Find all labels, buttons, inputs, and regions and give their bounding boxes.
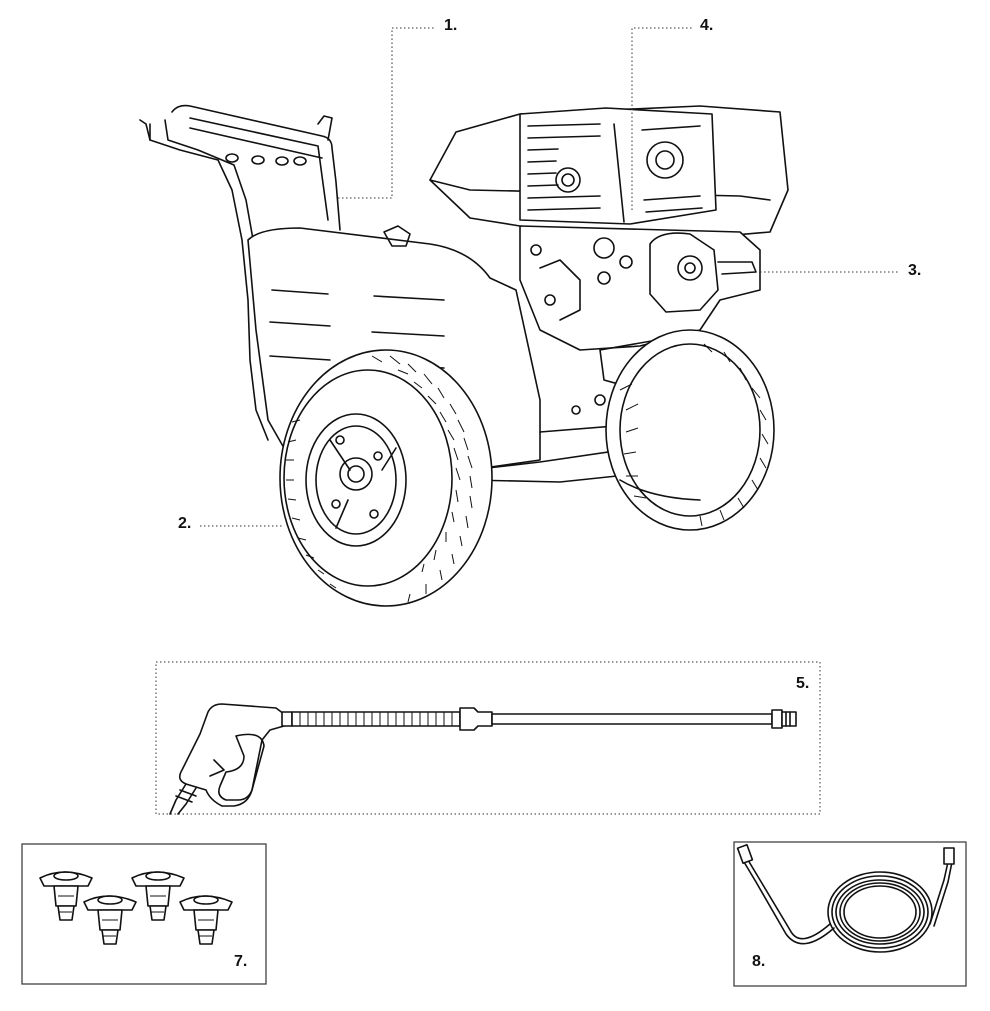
- hose-icon: [736, 843, 955, 953]
- nozzles-panel-border: [21, 843, 267, 985]
- callout-5: 5.: [796, 675, 809, 692]
- rear-wheel: [605, 329, 775, 531]
- hose-panel: 8.: [733, 841, 967, 987]
- spray-gun-panel: 5.: [155, 661, 821, 815]
- spray-nozzles-icon: [39, 871, 233, 945]
- callout-8: 8.: [752, 953, 765, 970]
- nozzle-4: [179, 895, 233, 945]
- leader-line-4: [631, 27, 694, 210]
- nozzle-1: [39, 871, 93, 921]
- pressure-washer-illustration: [139, 27, 900, 607]
- callout-1: 1.: [444, 17, 457, 34]
- leader-line-1: [338, 27, 436, 199]
- nozzle-3: [83, 895, 137, 945]
- hose-panel-border: [733, 841, 967, 987]
- nozzle-2: [131, 871, 185, 921]
- callout-7: 7.: [234, 953, 247, 970]
- handle-frame-icon: [139, 104, 341, 441]
- callout-3: 3.: [908, 262, 921, 279]
- spray-gun-panel-border: [155, 661, 821, 815]
- callout-4: 4.: [700, 17, 713, 34]
- callout-2: 2.: [178, 515, 191, 532]
- nozzles-panel: 7.: [21, 843, 267, 985]
- engine-icon: [429, 105, 789, 351]
- wheel-icon: [279, 349, 493, 607]
- spray-gun-wand-icon: [169, 703, 797, 815]
